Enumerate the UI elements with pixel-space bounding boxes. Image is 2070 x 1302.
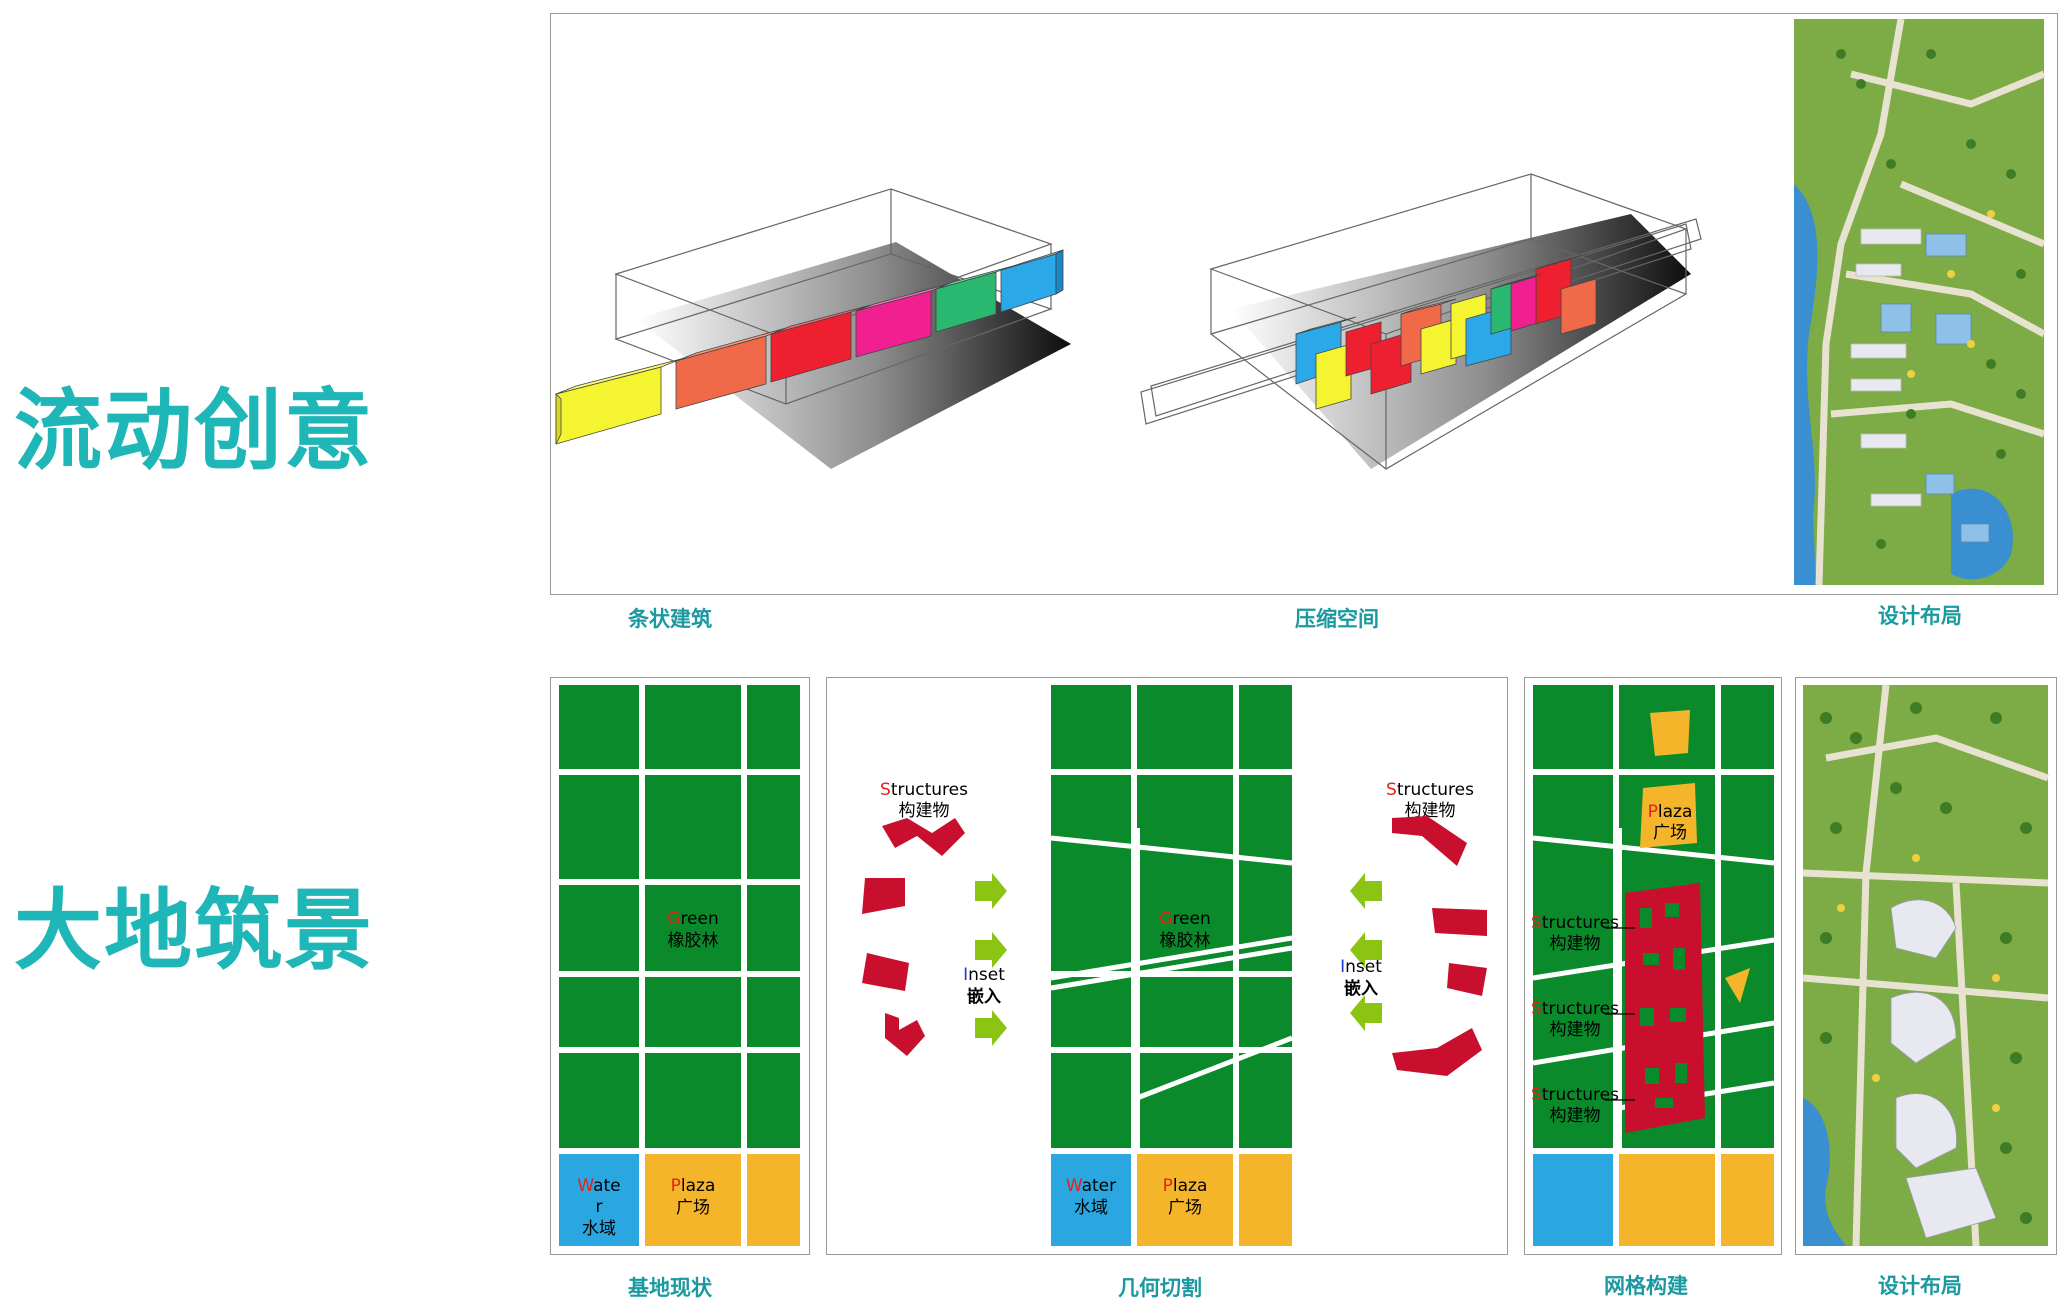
svg-text:Plaza: Plaza — [1648, 802, 1693, 822]
structures-cn-g3: 构建物 — [1550, 1106, 1601, 1126]
inset-cn-right: 嵌入 — [1344, 979, 1378, 999]
structures-label-g1: tructures — [1542, 913, 1619, 933]
inset-initial-left: I — [963, 965, 968, 985]
inset-cn-left: 嵌入 — [967, 987, 1001, 1007]
design-layout-map-top — [1794, 18, 2046, 586]
structures-initial-left: S — [880, 780, 891, 800]
water-label-cn-2: 水域 — [1074, 1198, 1108, 1218]
svg-text:Plaza: Plaza — [671, 1176, 716, 1196]
svg-text:Wate: Wate — [577, 1176, 620, 1196]
structures-label-left: tructures — [891, 780, 968, 800]
plaza-initial-3: P — [1648, 802, 1658, 822]
grid-construction-panel: Plaza 广场 Structures 构建物 Structures 构建物 S… — [1524, 677, 1782, 1255]
svg-text:Structures: Structures — [1531, 913, 1619, 933]
svg-text:Structures: Structures — [880, 780, 968, 800]
water-initial-2: W — [1066, 1176, 1083, 1196]
svg-text:Inset: Inset — [1340, 957, 1382, 977]
grid-construction-svg: Plaza 广场 Structures 构建物 Structures 构建物 S… — [1531, 685, 1775, 1246]
svg-text:Green: Green — [667, 909, 719, 929]
structures-cn-g1: 构建物 — [1550, 934, 1601, 954]
plaza-label-2: laza — [1173, 1176, 1207, 1196]
design-layout-panel-bottom — [1795, 677, 2057, 1255]
structures-cn-left: 构建物 — [899, 801, 950, 821]
green-label-2: reen — [1172, 909, 1210, 929]
water-initial: W — [577, 1176, 594, 1196]
caption-strip-building: 条状建筑 — [628, 607, 712, 631]
structures-label-g2: tructures — [1542, 999, 1619, 1019]
caption-compressed-space: 压缩空间 — [1295, 607, 1379, 631]
plaza-initial-2: P — [1163, 1176, 1173, 1196]
plaza-initial: P — [671, 1176, 681, 1196]
caption-grid-construction: 网格构建 — [1604, 1274, 1688, 1298]
water-label-cn: 水域 — [582, 1219, 616, 1239]
site-status-panel: Green 橡胶林 Wate r 水域 Plaza 广场 — [550, 677, 810, 1255]
top-diagram-svg — [555, 18, 2046, 586]
caption-geometric-cut: 几何切割 — [1118, 1276, 1202, 1300]
caption-design-layout-bottom: 设计布局 — [1878, 1274, 1962, 1298]
inset-label-left: nset — [968, 965, 1005, 985]
svg-text:Structures: Structures — [1531, 1085, 1619, 1105]
svg-text:Water: Water — [1066, 1176, 1116, 1196]
left-arrows — [975, 873, 1007, 1046]
svg-text:Structures: Structures — [1386, 780, 1474, 800]
svg-text:Green: Green — [1159, 909, 1211, 929]
strip-building-diagram — [555, 188, 1071, 469]
plaza-label: laza — [681, 1176, 715, 1196]
plaza-label-cn-2: 广场 — [1168, 1198, 1202, 1218]
inset-initial-right: I — [1340, 957, 1345, 977]
right-arrows — [1350, 873, 1382, 1031]
water-label: ate — [593, 1176, 621, 1196]
water-label-2: ater — [1082, 1176, 1117, 1196]
structures-cn-g2: 构建物 — [1550, 1020, 1601, 1040]
water-label-r: r — [596, 1197, 603, 1217]
left-structures-shapes — [862, 818, 965, 1056]
structures-initial-right: S — [1386, 780, 1397, 800]
structures-cn-right: 构建物 — [1405, 801, 1456, 821]
geometric-cut-panel: Green 橡胶林 Water 水域 Plaza 广场 Structures 构… — [826, 677, 1508, 1255]
inset-label-right: nset — [1345, 957, 1382, 977]
plaza-label-3: laza — [1658, 802, 1692, 822]
green-initial-2: G — [1159, 909, 1172, 929]
right-structures-shapes — [1392, 816, 1487, 1076]
svg-text:Plaza: Plaza — [1163, 1176, 1208, 1196]
svg-text:Inset: Inset — [963, 965, 1005, 985]
caption-site-status: 基地现状 — [628, 1276, 712, 1300]
plaza-label-cn-3: 广场 — [1653, 823, 1687, 843]
green-label-cn-2: 橡胶林 — [1160, 931, 1211, 951]
design-layout-map-bottom — [1802, 684, 2050, 1247]
structures-label-right: tructures — [1397, 780, 1474, 800]
green-label-cn: 橡胶林 — [668, 931, 719, 951]
caption-design-layout-top: 设计布局 — [1878, 604, 1962, 628]
geometric-cut-svg: Green 橡胶林 Water 水域 Plaza 广场 Structures 构… — [862, 685, 1487, 1246]
site-status-svg: Green 橡胶林 Wate r 水域 Plaza 广场 — [559, 685, 800, 1246]
structures-initial-g1: S — [1531, 913, 1542, 933]
plaza-label-cn: 广场 — [676, 1198, 710, 1218]
green-label: reen — [680, 909, 718, 929]
green-initial: G — [667, 909, 680, 929]
title-land-landscape: 大地筑景 — [14, 879, 375, 982]
title-flow-creativity: 流动创意 — [14, 379, 375, 482]
top-diagram-frame — [550, 13, 2058, 595]
structures-initial-g3: S — [1531, 1085, 1542, 1105]
grid-structures-cluster — [1625, 883, 1705, 1133]
svg-text:Structures: Structures — [1531, 999, 1619, 1019]
compressed-space-diagram — [1140, 173, 1702, 470]
structures-initial-g2: S — [1531, 999, 1542, 1019]
structures-label-g3: tructures — [1542, 1085, 1619, 1105]
